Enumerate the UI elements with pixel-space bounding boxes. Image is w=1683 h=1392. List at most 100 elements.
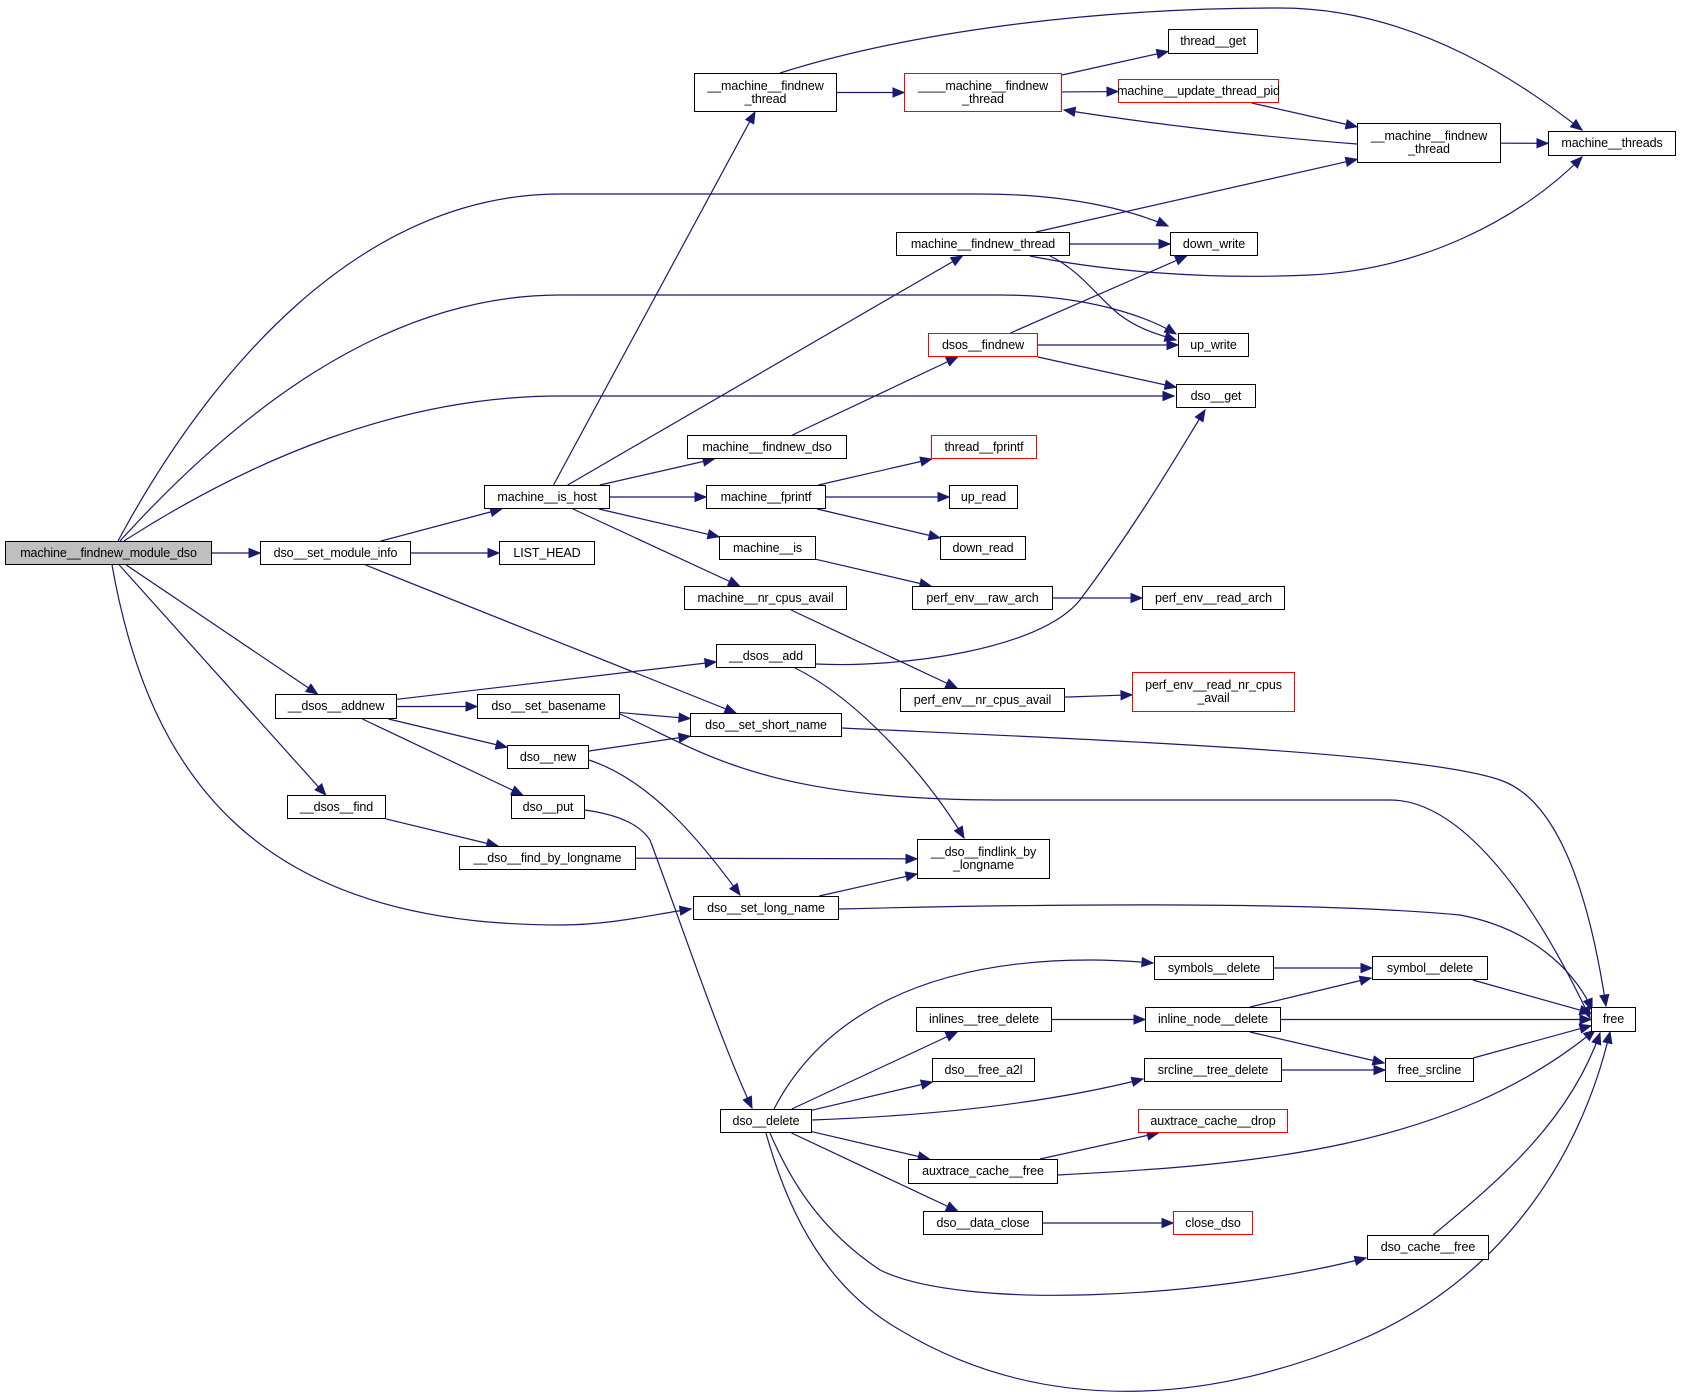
arrowhead-icon [1062, 106, 1077, 117]
call-edge-auxtrace_cache__free-to-free [1057, 1029, 1596, 1176]
graph-node-perf-env-raw-arch[interactable]: perf_env__raw_arch [912, 586, 1053, 610]
arrowhead-icon [1130, 1076, 1145, 1087]
arrowhead-icon [1133, 1014, 1147, 1025]
arrowhead-icon [1360, 962, 1374, 974]
graph-node-machine-is-host[interactable]: machine__is_host [484, 485, 610, 509]
graph-node-down-read[interactable]: down_read [940, 536, 1026, 560]
graph-node-srcline-tree-delete[interactable]: srcline__tree_delete [1144, 1058, 1282, 1082]
graph-node-label: machine__findnew_dso [702, 439, 832, 454]
call-edge-dso__set_long_name-to-free [838, 904, 1593, 1011]
graph-node-label: dso__new [519, 749, 577, 764]
graph-node-label: dso__free_a2l [944, 1062, 1023, 1077]
arrowhead-icon [1371, 1055, 1386, 1066]
arrowhead-icon [1569, 118, 1584, 131]
graph-node-machine-threads[interactable]: machine__threads [1548, 131, 1676, 156]
arrowhead-icon [905, 853, 919, 865]
graph-node-auxtrace-cache-free[interactable]: auxtrace_cache__free [908, 1159, 1058, 1184]
graph-node-label: close_dso [1185, 1215, 1241, 1230]
call-edge-dso__set_basename-to-free [619, 713, 1591, 1019]
graph-node-label: machine__threads [1561, 136, 1663, 150]
graph-node-machine-findnew-thread-b[interactable]: __machine__findnew _thread [1357, 123, 1501, 163]
call-edge-machine__update_thread_pid-to-__machine__findnew_thread_b [1251, 102, 1358, 128]
graph-node-inlines-tree-delete[interactable]: inlines__tree_delete [916, 1007, 1052, 1032]
graph-node-perf-env-nr-cpus-avail[interactable]: perf_env__nr_cpus_avail [900, 688, 1065, 712]
graph-node-label: dsos__findnew [941, 337, 1025, 352]
graph-node-perf-env-read-nr-cpus-avail[interactable]: perf_env__read_nr_cpus _avail [1132, 672, 1295, 712]
graph-node-inline-node-delete[interactable]: inline_node__delete [1145, 1007, 1281, 1032]
graph-node-auxtrace-cache-drop[interactable]: auxtrace_cache__drop [1138, 1109, 1288, 1133]
graph-node-label: down_read [952, 540, 1014, 555]
call-edge-machine__findnew_module_dso-to-dso__get [123, 395, 1174, 542]
graph-node-symbol-delete[interactable]: symbol__delete [1372, 956, 1488, 980]
arrowhead-icon [944, 1031, 959, 1042]
graph-node-free-srcline[interactable]: free_srcline [1385, 1058, 1474, 1082]
graph-node-dso-findlink-by-longname[interactable]: __dso__findlink_by _longname [917, 839, 1050, 879]
graph-node-machine-findnew-thread[interactable]: machine__findnew_thread [896, 232, 1070, 256]
arrowhead-icon [744, 110, 756, 125]
graph-node-dso-set-basename[interactable]: dso__set_basename [477, 694, 620, 719]
call-edge-symbol__delete-to-free [1472, 979, 1592, 1014]
graph-node-label: machine__update_thread_pid [1117, 83, 1280, 98]
graph-node-dso-put[interactable]: dso__put [511, 795, 585, 819]
graph-node-dso-cache-free[interactable]: dso_cache__free [1367, 1235, 1489, 1260]
graph-node-machine-findnew-thread[interactable]: ____machine__findnew _thread [904, 73, 1062, 112]
arrowhead-icon [919, 456, 933, 467]
arrowhead-icon [904, 871, 919, 882]
arrowhead-icon [742, 1095, 753, 1110]
graph-node-up-write[interactable]: up_write [1178, 333, 1249, 357]
graph-node-LIST-HEAD[interactable]: LIST_HEAD [499, 541, 595, 565]
graph-node-machine-nr-cpus-avail[interactable]: machine__nr_cpus_avail [684, 586, 847, 610]
graph-node-dso-get[interactable]: dso__get [1176, 384, 1256, 408]
call-edge-machine__is_host-to-machine__findnew_dso [599, 458, 715, 486]
arrowhead-icon [1344, 119, 1359, 130]
graph-node-label: dso__set_short_name [705, 717, 827, 732]
graph-node-thread-get[interactable]: thread__get [1168, 29, 1258, 54]
call-edge-machine__is_host-to-machine__is [598, 508, 720, 538]
graph-node-dsos-find[interactable]: __dsos__find [287, 795, 386, 819]
graph-node-dso-find-by-longname[interactable]: __dso__find_by_longname [459, 846, 636, 870]
graph-node-dso-set-short-name[interactable]: dso__set_short_name [690, 713, 842, 737]
graph-node-label: __dso__find_by_longname [473, 850, 622, 865]
call-edge-dso__delete-to-inlines__tree_delete [791, 1031, 958, 1110]
graph-node-label: dso__get [1190, 388, 1242, 403]
graph-node-label: perf_env__read_arch [1155, 590, 1272, 605]
graph-node-label: __machine__findnew _thread [707, 78, 824, 106]
call-edge-machine__findnew_module_dso-to-__dsos__find [118, 564, 327, 796]
arrowhead-icon [1578, 1023, 1593, 1034]
call-edge-__dsos__add-to-dso__get [815, 409, 1206, 666]
arrowhead-icon [723, 703, 738, 714]
graph-node-machine-findnew-module-dso: machine__findnew_module_dso [5, 541, 212, 565]
call-edge-auxtrace_cache__free-to-auxtrace_cache__drop [1039, 1132, 1159, 1160]
graph-node-dsos-add[interactable]: __dsos__add [716, 644, 816, 668]
graph-node-dso-free-a2l[interactable]: dso__free_a2l [932, 1058, 1035, 1082]
arrowhead-icon [944, 1201, 959, 1212]
graph-node-machine-is[interactable]: machine__is [719, 536, 816, 560]
graph-node-close-dso[interactable]: close_dso [1173, 1211, 1253, 1235]
graph-node-perf-env-read-arch[interactable]: perf_env__read_arch [1142, 586, 1285, 610]
arrowhead-icon [919, 1079, 934, 1090]
call-edge-dsos__findnew-to-down_write [1010, 255, 1187, 334]
graph-node-machine-findnew-dso[interactable]: machine__findnew_dso [687, 435, 847, 459]
graph-node-dso-delete[interactable]: dso__delete [720, 1109, 812, 1133]
graph-node-dso-set-long-name[interactable]: dso__set_long_name [693, 896, 839, 920]
graph-node-thread-fprintf[interactable]: thread__fprintf [931, 435, 1037, 459]
graph-node-dsos-findnew[interactable]: dsos__findnew [928, 333, 1038, 357]
graph-node-dsos-addnew[interactable]: __dsos__addnew [275, 694, 397, 719]
graph-node-label: machine__findnew_module_dso [20, 545, 197, 560]
arrowhead-icon [678, 712, 692, 723]
graph-node-dso-new[interactable]: dso__new [507, 745, 589, 769]
graph-node-down-write[interactable]: down_write [1170, 232, 1258, 256]
graph-node-label: dso__data_close [936, 1215, 1030, 1230]
graph-node-machine-update-thread-pid[interactable]: machine__update_thread_pid [1117, 79, 1280, 103]
graph-node-machine-fprintf[interactable]: machine__fprintf [706, 485, 826, 509]
arrowhead-icon [1163, 331, 1178, 342]
graph-node-machine-findnew-thread-a[interactable]: __machine__findnew _thread [694, 73, 837, 112]
graph-node-up-read[interactable]: up_read [949, 485, 1018, 509]
graph-node-dso-data-close[interactable]: dso__data_close [923, 1211, 1043, 1235]
graph-node-free[interactable]: free [1591, 1007, 1636, 1032]
call-edge-dso__delete-to-dso_cache__free [769, 1132, 1367, 1296]
graph-node-label: __machine__findnew _thread [1370, 129, 1488, 156]
graph-node-dso-set-module-info[interactable]: dso__set_module_info [260, 541, 411, 565]
graph-node-label: __dsos__addnew [287, 699, 385, 713]
graph-node-symbols-delete[interactable]: symbols__delete [1154, 956, 1274, 980]
